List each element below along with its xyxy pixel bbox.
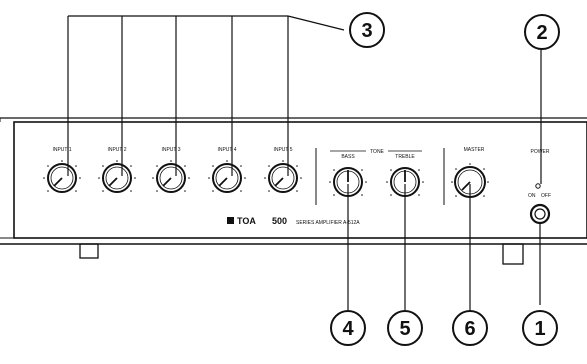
svg-text:5: 5 [399,318,410,340]
model-name: SERIES AMPLIFIER A-512A [296,220,360,226]
input-3-knob[interactable]: INPUT 3 [156,147,186,193]
master-knob[interactable]: MASTER [454,147,486,198]
knob-scale-marks [43,160,489,197]
series-number: 500 [272,216,287,226]
treble-label: TREBLE [395,154,415,160]
chassis [0,117,587,265]
callout-3: 3 [349,12,385,48]
svg-text:2: 2 [536,22,547,44]
svg-text:6: 6 [464,318,475,340]
input-3-label: INPUT 3 [161,147,180,153]
bass-label: BASS [341,154,355,160]
toa-logo-mark [227,217,234,224]
leader-lines [67,15,542,310]
power-indicator-lamp [535,183,541,189]
input-1-knob[interactable]: INPUT 1 [47,147,77,193]
callout-6: 6 [452,310,488,346]
panel-dividers [315,148,445,205]
input-2-knob[interactable]: INPUT 2 [102,147,132,193]
svg-text:3: 3 [361,20,372,42]
bass-knob[interactable]: BASS [333,154,363,197]
callout-4: 4 [330,310,366,346]
input-5-label: INPUT 5 [273,147,292,153]
brand-badge: TOA 500 SERIES AMPLIFIER A-512A [227,216,360,226]
svg-text:4: 4 [342,318,354,340]
on-label: ON [528,193,536,199]
input-5-knob[interactable]: INPUT 5 [268,147,298,193]
off-label: OFF [541,193,551,199]
power-label: POWER [531,149,550,155]
input-1-label: INPUT 1 [52,147,71,153]
callout-5: 5 [387,310,423,346]
callout-1: 1 [522,310,558,346]
tone-label: TONE [370,149,384,155]
input-2-label: INPUT 2 [107,147,126,153]
input-4-label: INPUT 4 [217,147,236,153]
right-foot [502,243,524,265]
left-foot [79,243,99,259]
power-switch[interactable] [529,203,551,225]
input-4-knob[interactable]: INPUT 4 [212,147,242,193]
master-label: MASTER [464,147,485,153]
callout-2: 2 [524,14,560,50]
brand-logo: TOA [237,216,256,226]
svg-text:1: 1 [534,318,545,340]
